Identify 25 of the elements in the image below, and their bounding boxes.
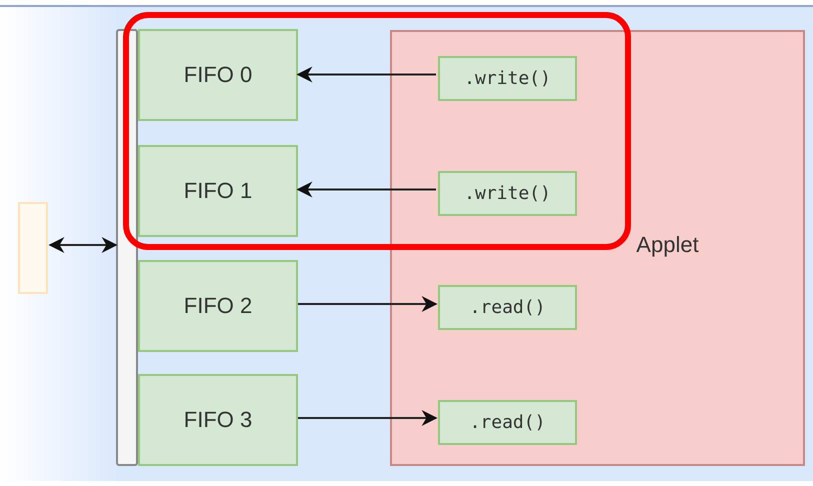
panel [18,202,48,294]
arrow [48,237,118,253]
process-box [438,285,577,330]
arrow [298,296,438,312]
process-box [438,171,577,216]
method-label: .write() [464,183,551,204]
container-box [390,30,805,466]
method-label: .read() [470,412,546,433]
box-label: FIFO 3 [184,407,252,433]
process-box [138,29,298,121]
method-label: .write() [464,68,551,89]
process-box [138,374,298,466]
box-label: FIFO 2 [184,293,252,319]
background-panel [0,5,813,481]
box-label: Applet [636,232,699,258]
process-box [138,145,298,237]
process-box [438,400,577,445]
process-box [438,56,577,101]
box-label: FIFO 0 [184,62,252,88]
arrow [298,410,438,426]
process-box [138,260,298,352]
arrow [296,66,436,82]
arrow [296,182,436,198]
method-label: .read() [470,297,546,318]
box-label: FIFO 1 [184,178,252,204]
